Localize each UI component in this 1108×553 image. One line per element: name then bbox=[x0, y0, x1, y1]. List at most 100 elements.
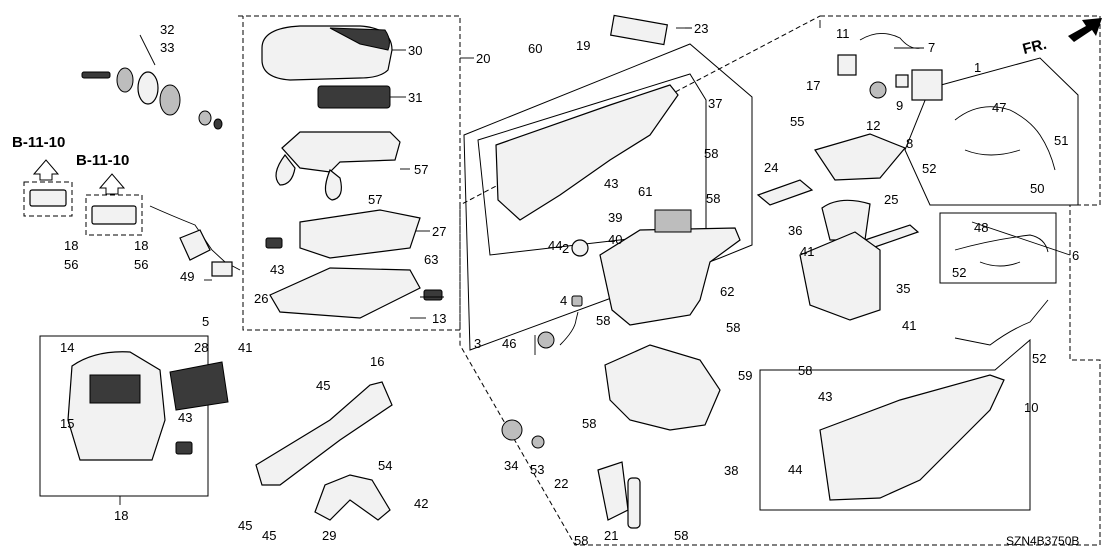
hinge-spring bbox=[137, 71, 159, 105]
harness-10 bbox=[954, 299, 1049, 346]
cup-holder bbox=[821, 199, 871, 241]
rear-panel-opening bbox=[89, 374, 141, 404]
callout-53: 53 bbox=[530, 462, 544, 477]
cup-holder-base bbox=[799, 231, 881, 321]
callout-17: 17 bbox=[806, 78, 820, 93]
ref-label-b-11-10-left: B-11-10 bbox=[12, 134, 65, 151]
callout-1: 1 bbox=[974, 60, 981, 75]
callout-45-right: 45 bbox=[262, 528, 276, 543]
callout-58-panel: 58 bbox=[704, 146, 718, 161]
ref-arrow-right bbox=[98, 173, 126, 195]
callout-57-upper: 57 bbox=[414, 162, 428, 177]
callout-60: 60 bbox=[528, 41, 542, 56]
callout-58-bottom-left: 58 bbox=[574, 533, 588, 548]
ref-arrow-left bbox=[32, 159, 60, 181]
callout-8: 8 bbox=[906, 136, 913, 151]
callout-46: 46 bbox=[502, 336, 516, 351]
group-18-frame bbox=[39, 335, 209, 497]
callout-61: 61 bbox=[638, 184, 652, 199]
callout-6: 6 bbox=[1072, 248, 1079, 263]
callout-leaders bbox=[139, 20, 1071, 380]
armrest-lid-top bbox=[329, 27, 390, 51]
callout-18-panel: 18 bbox=[114, 508, 128, 523]
callout-58-lower: 58 bbox=[582, 416, 596, 431]
switch-panel-left bbox=[29, 189, 67, 207]
rear-vent bbox=[169, 361, 229, 411]
small-pad bbox=[609, 14, 669, 46]
callout-56-right: 56 bbox=[134, 257, 148, 272]
callout-16: 16 bbox=[370, 354, 384, 369]
callout-11: 11 bbox=[836, 26, 850, 41]
callout-58-base: 58 bbox=[726, 320, 740, 335]
callout-41-lower: 41 bbox=[902, 318, 916, 333]
callout-28: 28 bbox=[194, 340, 208, 355]
usb-harness bbox=[149, 205, 241, 271]
callout-35: 35 bbox=[896, 281, 910, 296]
ref-label-b-11-10-right: B-11-10 bbox=[76, 152, 129, 169]
cable-46 bbox=[559, 311, 579, 346]
callout-40: 40 bbox=[608, 232, 622, 247]
callout-36: 36 bbox=[788, 223, 802, 238]
bolt-53 bbox=[531, 435, 545, 449]
console-clip-left bbox=[265, 237, 283, 249]
callout-9: 9 bbox=[896, 98, 903, 113]
hinge-spring-left bbox=[116, 67, 134, 93]
callout-49: 49 bbox=[180, 269, 194, 284]
knob-34 bbox=[501, 419, 523, 441]
callout-12: 12 bbox=[866, 118, 880, 133]
callout-29: 29 bbox=[322, 528, 336, 543]
knob-2 bbox=[571, 239, 589, 257]
callout-10: 10 bbox=[1024, 400, 1038, 415]
callout-34: 34 bbox=[504, 458, 518, 473]
console-tray bbox=[299, 209, 421, 259]
callout-20: 20 bbox=[476, 51, 490, 66]
knob-46 bbox=[537, 331, 555, 349]
callout-43-panel: 43 bbox=[604, 176, 618, 191]
console-base-bracket bbox=[604, 344, 721, 431]
switch-panel-right bbox=[91, 205, 137, 225]
hinge-bolt bbox=[81, 71, 111, 79]
callout-43-rear: 43 bbox=[178, 410, 192, 425]
hinge-arm-left bbox=[275, 154, 296, 186]
console-side-panel-right bbox=[495, 84, 679, 221]
callout-58-switch: 58 bbox=[706, 191, 720, 206]
rod-21 bbox=[627, 477, 641, 529]
callout-41-right: 41 bbox=[800, 244, 814, 259]
callout-58-side: 58 bbox=[798, 363, 812, 378]
group-inner-37-frame bbox=[477, 73, 707, 256]
socket-12 bbox=[869, 81, 887, 99]
callout-5: 5 bbox=[202, 314, 209, 329]
callout-44-side: 44 bbox=[788, 462, 802, 477]
callout-26: 26 bbox=[254, 291, 268, 306]
switch-box-left bbox=[23, 181, 73, 217]
callout-38: 38 bbox=[724, 463, 738, 478]
callout-13: 13 bbox=[432, 311, 446, 326]
callout-51: 51 bbox=[1054, 133, 1068, 148]
callout-labels: 1 2 3 4 5 6 7 8 9 10 11 12 13 14 15 16 1… bbox=[60, 21, 1079, 548]
connector-11 bbox=[837, 54, 857, 76]
callout-7: 7 bbox=[928, 40, 935, 55]
callout-4: 4 bbox=[560, 293, 567, 308]
callout-56-left: 56 bbox=[64, 257, 78, 272]
callout-43-tray: 43 bbox=[270, 262, 284, 277]
tray-24 bbox=[756, 179, 814, 206]
group-19-frame bbox=[463, 43, 753, 351]
callout-14: 14 bbox=[60, 340, 74, 355]
callout-19: 19 bbox=[576, 38, 590, 53]
callout-15: 15 bbox=[60, 416, 74, 431]
hinge-arm-right bbox=[324, 169, 342, 201]
group-6-box bbox=[939, 212, 1057, 284]
callout-63: 63 bbox=[424, 252, 438, 267]
cable-7 bbox=[859, 33, 921, 49]
usb-port bbox=[211, 261, 233, 277]
callout-30: 30 bbox=[408, 43, 422, 58]
callout-50: 50 bbox=[1030, 181, 1044, 196]
jack-9 bbox=[895, 74, 909, 88]
harness-1 bbox=[954, 106, 1056, 171]
callout-37: 37 bbox=[708, 96, 722, 111]
callout-54: 54 bbox=[378, 458, 392, 473]
bracket-22 bbox=[597, 461, 629, 521]
group-1-box bbox=[904, 57, 1079, 206]
callout-39: 39 bbox=[608, 210, 622, 225]
